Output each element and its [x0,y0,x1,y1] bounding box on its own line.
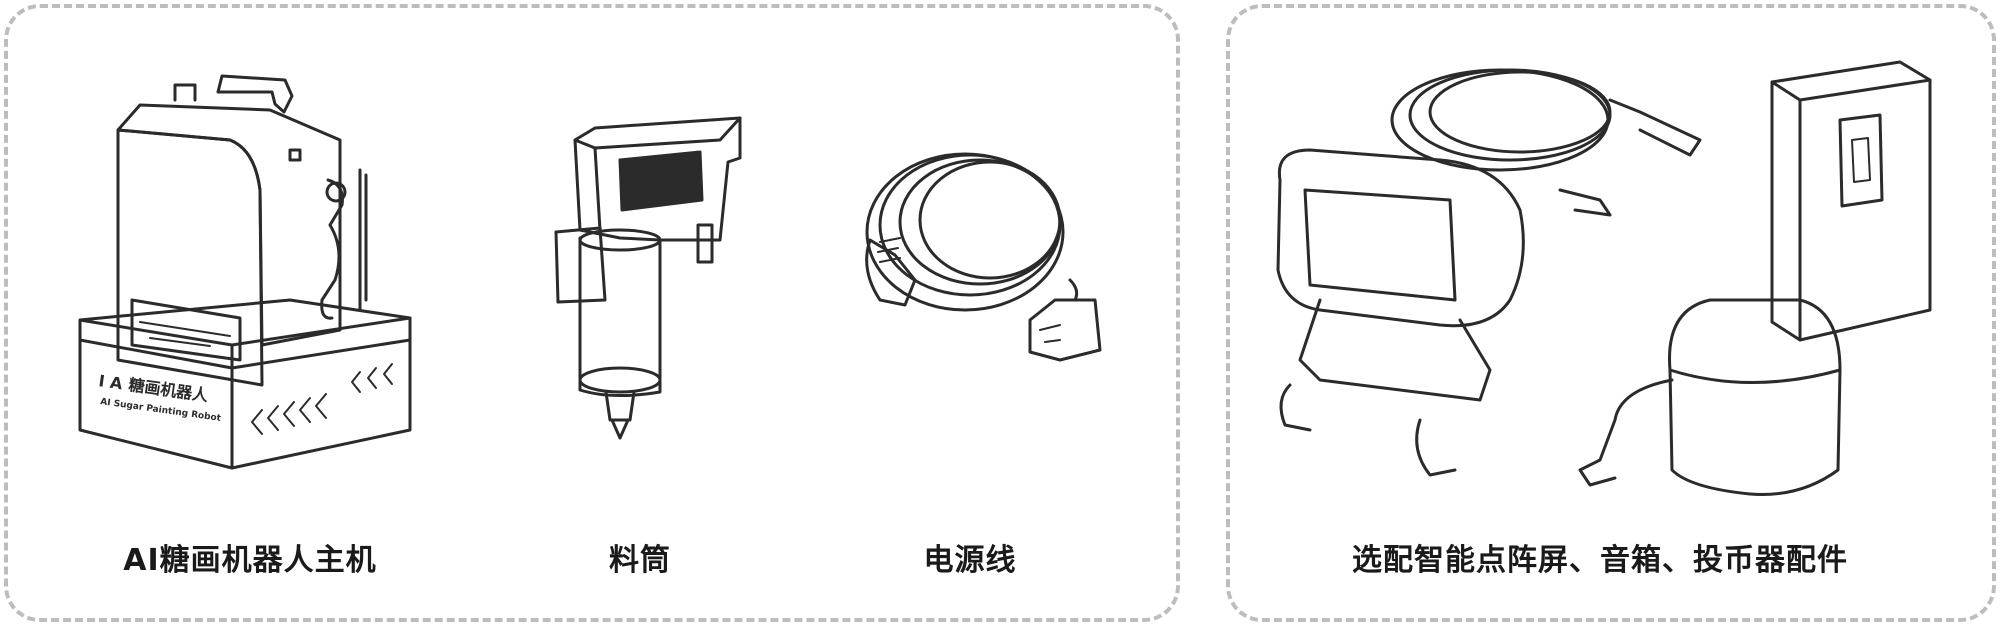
power-cord-illustration [865,152,1102,362]
accessories-label: 选配智能点阵屏、音箱、投币器配件 [1352,543,1848,578]
svg-text:I A: I A [97,371,124,393]
host-brand-label: I A 糖画机器人 AI Sugar Painting Robot [97,371,222,424]
svg-text:糖画机器人: 糖画机器人 [127,375,210,405]
accessories-illustration [1276,60,1932,496]
host-machine-illustration: I A 糖画机器人 AI Sugar Painting Robot [78,74,412,470]
host-label: AI糖画机器人主机 [123,543,377,578]
power-cord-label: 电源线 [923,543,1017,578]
cartridge-illustration [554,116,742,440]
cartridge-label: 料筒 [609,543,671,578]
